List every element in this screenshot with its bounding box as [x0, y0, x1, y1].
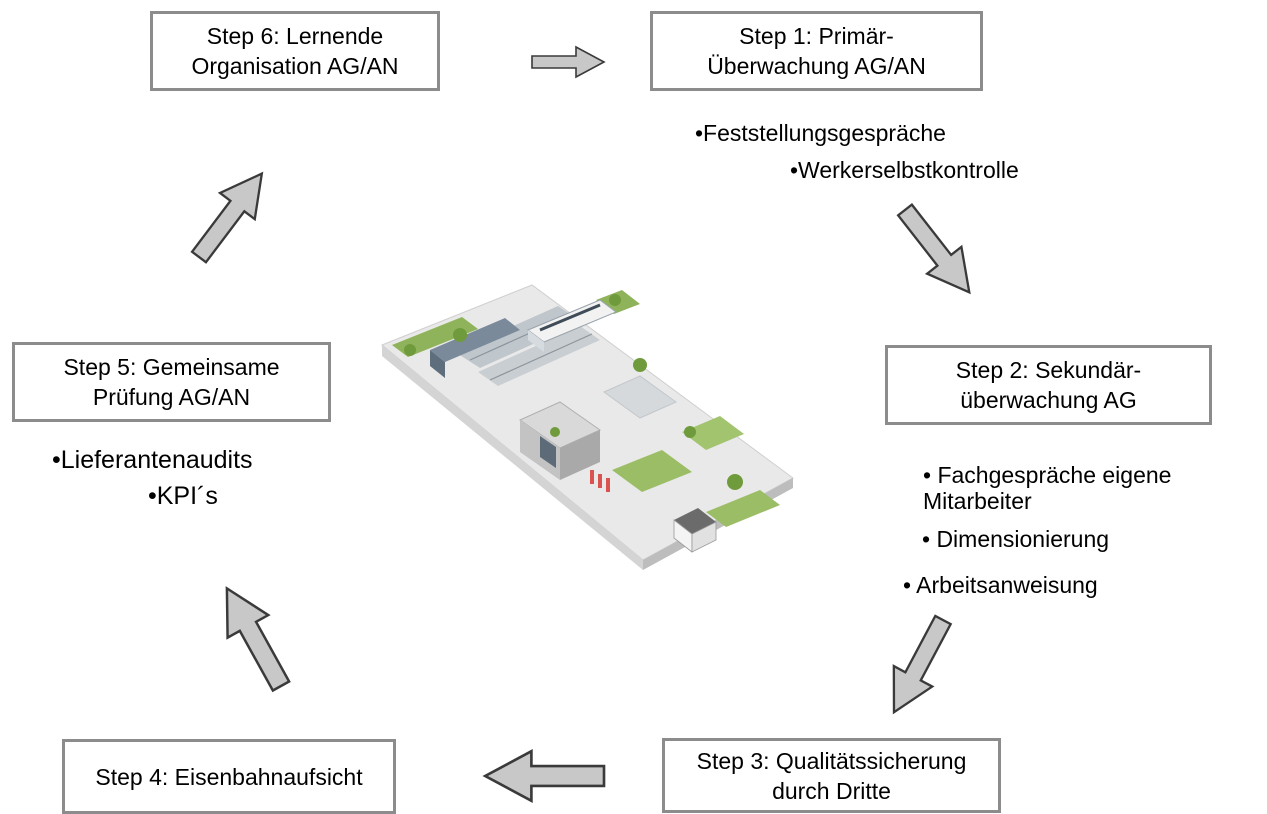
step1-bullet-1: •Feststellungsgespräche: [695, 120, 946, 146]
step1-line1: Step 1: Primär-: [739, 23, 894, 49]
step5-box: Step 5: Gemeinsame Prüfung AG/AN: [12, 342, 331, 422]
step2-bullet-3: • Arbeitsanweisung: [903, 572, 1098, 598]
step1-bullet-2: •Werkerselbstkontrolle: [790, 157, 1019, 183]
station-illustration: [381, 284, 794, 570]
step3-line2: durch Dritte: [772, 777, 891, 804]
arrow-step4-to-step5: [205, 575, 303, 699]
step1-box: Step 1: Primär- Überwachung AG/AN: [650, 11, 983, 91]
arrow-step5-to-step6: [180, 159, 281, 272]
step6-line2: Organisation AG/AN: [191, 53, 399, 79]
step2-line2: überwachung AG: [960, 387, 1137, 413]
arrow-step3-to-step4: [483, 749, 606, 803]
step4-line1: Step 4: Eisenbahnaufsicht: [95, 763, 363, 790]
step3-line1: Step 3: Qualitätssicherung: [696, 747, 967, 774]
step5-bullet-1: •Lieferantenaudits: [52, 446, 253, 474]
step2-line1: Step 2: Sekundär-: [955, 357, 1142, 383]
arrow-step2-to-step3: [873, 608, 964, 724]
step2-bullet-1: • Fachgespräche eigene: [923, 462, 1172, 488]
step2-box: Step 2: Sekundär- überwachung AG: [885, 345, 1212, 425]
step5-line1: Step 5: Gemeinsame: [63, 354, 280, 380]
step6-line1: Step 6: Lernende: [206, 23, 384, 49]
step1-line2: Überwachung AG/AN: [707, 53, 926, 79]
step3-box: Step 3: Qualitätssicherung durch Dritte: [662, 738, 1001, 813]
step2-bullet-2: • Dimensionierung: [922, 526, 1110, 552]
step5-bullet-2: •KPI´s: [148, 482, 218, 510]
step2-bullet-1-cont: Mitarbeiter: [923, 488, 1032, 514]
step6-box: Step 6: Lernende Organisation AG/AN: [150, 11, 440, 91]
step5-line2: Prüfung AG/AN: [92, 384, 251, 410]
arrow-step1-to-step2: [886, 195, 988, 307]
arrow-step6-to-step1: [531, 46, 605, 78]
